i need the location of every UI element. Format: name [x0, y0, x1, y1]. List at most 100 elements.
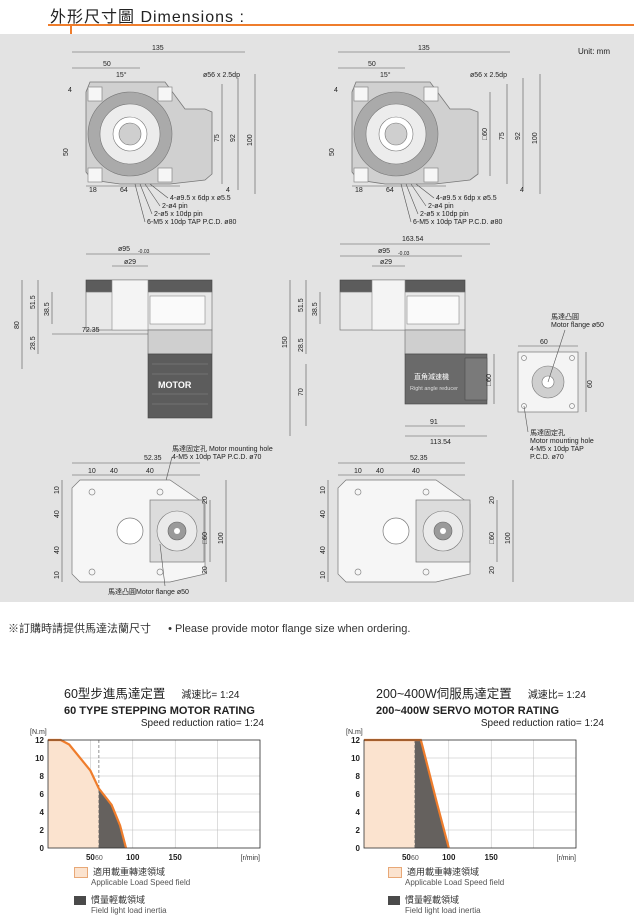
y-tick-label: 12 — [351, 736, 360, 745]
dim: 150 — [282, 336, 289, 348]
legend-apply-en: Applicable Load Speed field — [91, 878, 191, 888]
dim: 10 — [88, 468, 96, 475]
dim: 28.5 — [30, 336, 37, 350]
dim: 4 — [334, 87, 338, 94]
dim: 10 — [320, 486, 327, 494]
dim: 38.5 — [44, 302, 51, 316]
top-left-drawing: 135 50 15° ø56 x 2.5dp 4 50 75 92 100 18… — [63, 45, 256, 226]
dim: 135 — [152, 45, 164, 52]
x-tick-label: 50 — [402, 853, 411, 862]
y-tick-label: 10 — [35, 754, 44, 763]
chart-1-title-en: 60 TYPE STEPPING MOTOR RATING — [64, 705, 255, 717]
bottom-right-drawing: 52.35 10 40 40 10 40 40 10 20 □60 100 20 — [320, 455, 514, 583]
ordering-note: ※訂購時請提供馬達法蘭尺寸 • Please provide motor fla… — [8, 620, 410, 636]
dim: 38.5 — [312, 302, 319, 316]
chart-2-title-block: 200~400W伺服馬達定置減速比= 1:24 200~400W SERVO M… — [376, 683, 604, 729]
y-tick-label: 0 — [356, 844, 361, 853]
dim: □60 — [489, 532, 496, 544]
dim: 52.35 — [144, 455, 162, 462]
dim: -0.03 — [398, 251, 410, 257]
dim: 60 — [540, 339, 548, 346]
dim: 40 — [110, 468, 118, 475]
y-axis-label: [N.m] — [30, 729, 47, 736]
y-tick-label: 2 — [356, 826, 361, 835]
dim: 20 — [489, 496, 496, 504]
legend-apply-zh: 適用載重轉速領域 — [93, 867, 166, 877]
y-tick-label: 6 — [40, 790, 45, 799]
y-tick-label: 12 — [35, 736, 44, 745]
bl-flange-label: 馬達凸圓Motor flange ø50 — [108, 587, 189, 596]
unit-label: Unit: mm — [578, 47, 610, 56]
section-title: 外形尺寸圖 Dimensions : — [50, 9, 245, 26]
y-tick-label: 10 — [351, 754, 360, 763]
reducer-label-en: Right angle reducer — [410, 386, 458, 392]
legend-light-zh: 慣量輕載領域 — [91, 895, 146, 906]
legend-swatch-apply — [388, 867, 402, 879]
dim: 15° — [116, 71, 127, 79]
callout: 2-ø5 x 10dp pin — [420, 211, 469, 218]
dim: 10 — [54, 571, 61, 579]
dim: 40 — [320, 546, 327, 554]
callout: 2-ø4 pin — [162, 203, 188, 210]
legend-swatch-light — [74, 896, 86, 906]
dim: ø29 — [380, 259, 392, 266]
x-tick-label: 100 — [442, 853, 456, 862]
y-tick-label: 0 — [40, 844, 45, 853]
dim: 100 — [218, 532, 225, 544]
dim: 4 — [68, 87, 72, 94]
y-tick-label: 4 — [356, 808, 361, 817]
top-right-drawing: 135 50 15° ø56 x 2.5dp 4 50 □60 75 92 10… — [329, 45, 541, 226]
reducer-label: 直角減速機 — [414, 372, 449, 381]
legend-light-zh: 慣量輕載領域 — [405, 895, 460, 906]
dim: 20 — [202, 566, 209, 574]
light-load-area — [98, 788, 127, 848]
mount-pcd: P.C.D. ø70 — [530, 454, 564, 461]
dim: 75 — [499, 132, 506, 140]
bl-mount-spec: 4-M5 x 10dp TAP P.C.D. ø70 — [172, 454, 261, 461]
dim: 4 — [226, 187, 230, 194]
dim: -0.03 — [138, 249, 150, 255]
flange-label: 馬達凸圓 — [551, 312, 579, 321]
callout: 4-ø9.5 x 6dp x ø5.5 — [436, 195, 497, 202]
chart-2-ratio-en: Speed reduction ratio= 1:24 — [480, 718, 604, 729]
dim: 10 — [354, 468, 362, 475]
dim: 64 — [120, 187, 128, 194]
dim: 40 — [146, 468, 154, 475]
section-header: 外形尺寸圖 Dimensions : — [0, 0, 634, 34]
dim: 51.5 — [298, 298, 305, 312]
dim: 75 — [214, 134, 221, 142]
chart-2-title-en: 200~400W SERVO MOTOR RATING — [376, 705, 560, 717]
dim: 40 — [412, 468, 420, 475]
chart-2-ratio-zh: 減速比= 1:24 — [527, 690, 586, 701]
legend-swatch-light — [388, 896, 400, 906]
dim: □60 — [486, 374, 493, 386]
y-tick-label: 8 — [356, 772, 361, 781]
dim: 40 — [320, 510, 327, 518]
mid-left-drawing: ø95 -0.03 ø29 80 51.5 38.5 28.5 72.35 MO… — [14, 246, 213, 419]
dim: 70 — [298, 388, 305, 396]
dim: 18 — [89, 187, 97, 194]
dim: 80 — [14, 321, 21, 329]
chart-1-title-zh: 60型步進馬達定置 — [64, 687, 166, 701]
dim: 135 — [418, 45, 430, 52]
dim: ø29 — [124, 259, 136, 266]
legend-light-en: Field light load inertia — [405, 906, 481, 916]
legend-apply-en: Applicable Load Speed field — [405, 878, 505, 888]
motor-label: MOTOR — [158, 380, 192, 390]
dim: 18 — [355, 187, 363, 194]
dim: 163.54 — [402, 236, 424, 243]
callout: 4-ø9.5 x 6dp x ø5.5 — [170, 195, 231, 202]
header-tick — [70, 24, 72, 34]
flange-label-en: Motor flange ø50 — [551, 322, 604, 329]
dim: 40 — [376, 468, 384, 475]
chart-1-title-block: 60型步進馬達定置減速比= 1:24 60 TYPE STEPPING MOTO… — [64, 683, 264, 729]
dim: 91 — [430, 419, 438, 426]
dim: ø56 x 2.5dp — [470, 72, 507, 79]
dim: 50 — [329, 148, 336, 156]
callout: 6-M5 x 10dp TAP P.C.D. ø80 — [147, 219, 236, 226]
dim: 92 — [515, 132, 522, 140]
bl-mount-label: 馬達固定孔 Motor mounting hole — [172, 444, 273, 453]
y-axis-label: [N.m] — [346, 729, 363, 736]
legend-light-en: Field light load inertia — [91, 906, 167, 916]
